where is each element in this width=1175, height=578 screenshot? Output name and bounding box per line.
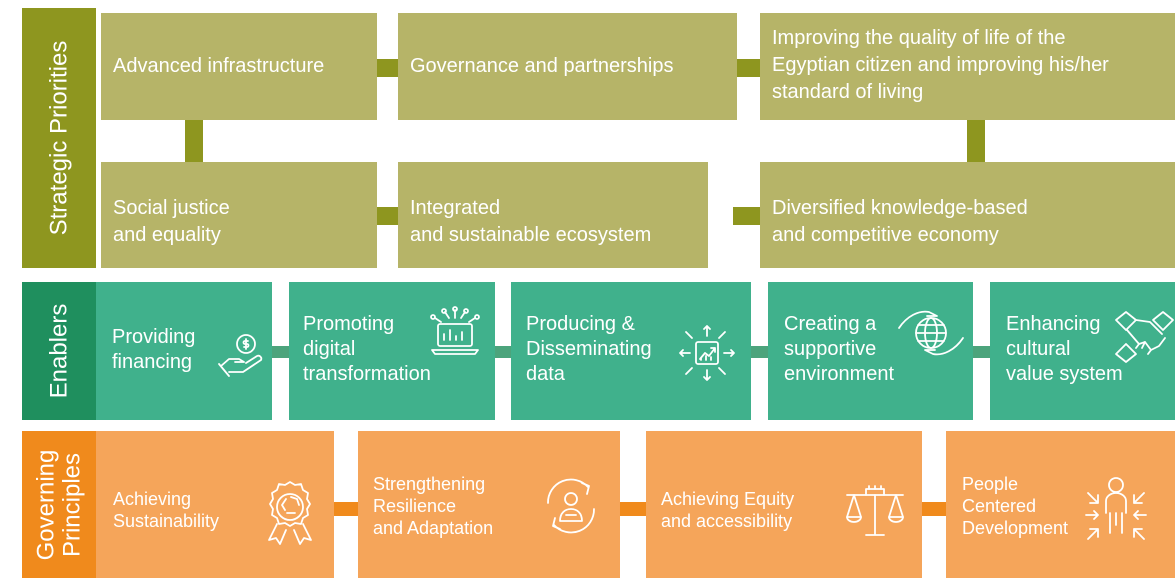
data-chart-icon — [677, 322, 737, 384]
priority-label: Integrated and sustainable ecosystem — [410, 197, 652, 246]
sp-connector-h3 — [371, 207, 401, 225]
priority-quality-of-life: Improving the quality of life of the Egy… — [760, 13, 1175, 120]
sp-connector-h1 — [371, 59, 401, 77]
principle-label: Strengthening Resilience and Adaptation — [373, 474, 494, 538]
priority-label: Advanced infrastructure — [113, 55, 325, 77]
laptop-chart-icon — [427, 306, 483, 360]
governing-principles-header: Governing Principles — [22, 431, 96, 578]
enabler-label: Providing financing — [112, 326, 196, 373]
person-center-icon — [1084, 473, 1148, 545]
enabler-cultural-value-system: Enhancing cultural value system — [990, 282, 1175, 420]
principle-label: Achieving Equity and accessibility — [661, 489, 795, 531]
governing-principles-title: Governing Principles — [32, 449, 86, 560]
principle-label: Achieving Sustainability — [113, 489, 220, 531]
strategic-priorities-title: Strategic Priorities — [45, 40, 73, 236]
sp-connector-h2 — [733, 59, 763, 77]
principle-people-centered: People Centered Development — [946, 431, 1175, 578]
sp-connector-v1 — [185, 118, 203, 166]
en-connector-1 — [270, 346, 292, 358]
enablers-header: Enablers — [22, 282, 96, 420]
en-connector-4 — [970, 346, 992, 358]
person-cycle-icon — [538, 473, 604, 539]
enabler-supportive-environment: Creating a supportive environment — [768, 282, 973, 420]
priority-label: Improving the quality of life of the Egy… — [772, 27, 1109, 103]
priority-label: Diversified knowledge-based and competit… — [772, 197, 1028, 246]
priority-integrated-ecosystem: Integrated and sustainable ecosystem — [398, 162, 708, 268]
recycle-badge-icon — [258, 478, 322, 546]
en-connector-2 — [492, 346, 514, 358]
enabler-label: Creating a supportive environment — [784, 313, 895, 385]
strategic-priorities-header: Strategic Priorities — [22, 8, 96, 268]
sp-connector-h4 — [733, 207, 763, 225]
enabler-providing-financing: Providing financing — [96, 282, 272, 420]
enablers-title: Enablers — [45, 303, 73, 399]
principle-equity-accessibility: Achieving Equity and accessibility — [646, 431, 922, 578]
priority-advanced-infrastructure: Advanced infrastructure — [101, 13, 377, 120]
gp-connector-1 — [332, 502, 362, 516]
en-connector-3 — [748, 346, 770, 358]
gp-connector-3 — [918, 502, 950, 516]
priority-label: Social justice and equality — [113, 197, 230, 246]
priority-diversified-economy: Diversified knowledge-based and competit… — [760, 162, 1175, 268]
principle-sustainability: Achieving Sustainability — [96, 431, 334, 578]
hands-globe-icon — [896, 304, 966, 364]
principle-resilience-adaptation: Strengthening Resilience and Adaptation — [358, 431, 620, 578]
enabler-label: Producing & Disseminating data — [526, 313, 652, 385]
gp-connector-2 — [616, 502, 650, 516]
principle-label: People Centered Development — [962, 474, 1069, 538]
priority-label: Governance and partnerships — [410, 55, 674, 77]
sp-connector-v2 — [967, 118, 985, 166]
enabler-label: Enhancing cultural value system — [1006, 313, 1123, 385]
handshake-icon — [1114, 306, 1175, 368]
enabler-label: Promoting digital transformation — [303, 313, 431, 385]
priority-governance-partnerships: Governance and partnerships — [398, 13, 737, 120]
enabler-producing-data: Producing & Disseminating data — [511, 282, 751, 420]
hand-money-icon — [217, 332, 267, 380]
justice-scales-icon — [842, 483, 908, 539]
priority-social-justice: Social justice and equality — [101, 162, 377, 268]
enabler-digital-transformation: Promoting digital transformation — [289, 282, 495, 420]
